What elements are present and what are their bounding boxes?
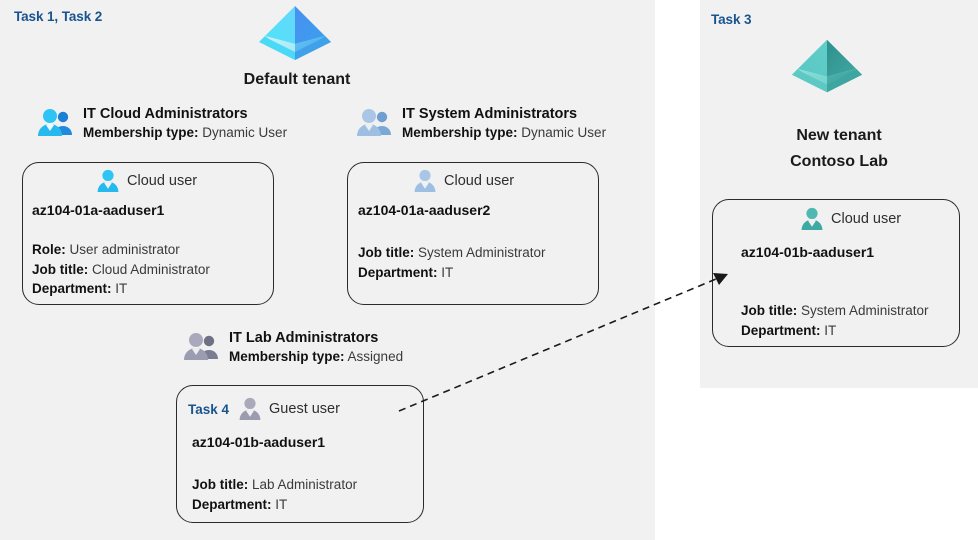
field-value: Cloud Administrator [92,261,210,277]
user-card-az104-01a-aaduser1[interactable] [22,162,274,305]
card-head: Cloud user [799,206,901,232]
group-users-icon [355,108,395,138]
field-label: Job title: [192,477,249,492]
membership-label: Membership type: [402,125,518,141]
card-field-job-title: Job title: System Administrator [741,301,929,321]
field-label: Job title: [358,245,415,260]
card-head-label: Cloud user [831,211,902,227]
card-head-label: Cloud user [127,173,198,189]
field-value: IT [824,322,837,338]
membership-value: Dynamic User [521,125,607,141]
card-head: Task 4 Guest user [188,396,340,422]
guest-user-icon [237,396,263,422]
card-username: az104-01a-aaduser1 [32,202,165,218]
cloud-user-icon [799,206,825,232]
group-name: IT Cloud Administrators [83,106,248,122]
card-field-role: Role: User administrator [32,240,210,260]
task-label-1-2: Task 1, Task 2 [14,9,103,24]
field-value: IT [115,281,128,297]
new-tenant-caption-line1: New tenant [796,127,882,144]
field-value: IT [275,496,288,512]
group-membership: Membership type: Dynamic User [402,125,606,142]
group-it-system-administrators: IT System Administrators Membership type… [355,105,606,142]
user-card-az104-01b-aaduser1-guest[interactable] [176,385,424,523]
cloud-user-icon [412,168,438,194]
card-field-department: Department: IT [358,263,546,283]
user-card-az104-01b-aaduser1-cloud[interactable] [712,199,960,347]
card-field-job-title: Job title: System Administrator [358,243,546,263]
group-membership: Membership type: Dynamic User [83,125,287,142]
field-value: System Administrator [418,245,546,260]
field-label: Job title: [741,303,798,318]
field-label: Department: [192,496,272,512]
membership-label: Membership type: [229,349,345,365]
card-username: az104-01b-aaduser1 [741,244,875,260]
membership-value: Dynamic User [202,125,288,141]
task-label-4: Task 4 [188,401,230,417]
group-it-lab-administrators: IT Lab Administrators Membership type: A… [182,329,403,366]
field-label: Role: [32,242,66,257]
card-head-label: Guest user [269,401,340,417]
card-field-job-title: Job title: Cloud Administrator [32,260,210,280]
field-label: Job title: [32,261,89,277]
azure-ad-pyramid-icon [257,2,333,64]
membership-value: Assigned [347,349,404,365]
field-value: System Administrator [801,303,929,318]
azure-ad-pyramid-icon [790,35,864,97]
field-value: Lab Administrator [252,477,358,492]
group-users-icon [36,108,76,138]
field-label: Department: [32,281,112,297]
card-field-department: Department: IT [741,321,929,341]
card-fields: Job title: System Administrator Departme… [741,301,929,340]
card-field-job-title: Job title: Lab Administrator [192,475,357,495]
card-head: Cloud user [412,168,514,194]
field-label: Department: [741,322,821,338]
new-tenant-caption-line2: Contoso Lab [790,153,888,170]
card-fields: Job title: Lab Administrator Department:… [192,475,357,514]
field-value: IT [441,264,454,280]
card-field-department: Department: IT [192,495,357,515]
card-head-label: Cloud user [444,173,515,189]
cloud-user-icon [95,168,121,194]
group-users-icon [182,332,222,362]
group-name: IT System Administrators [402,106,578,122]
group-membership: Membership type: Assigned [229,349,403,366]
field-label: Department: [358,264,438,280]
default-tenant-caption: Default tenant [243,71,351,88]
card-field-department: Department: IT [32,279,210,299]
membership-label: Membership type: [83,125,199,141]
card-username: az104-01b-aaduser1 [192,434,326,450]
card-head: Cloud user [95,168,197,194]
card-fields: Job title: System Administrator Departme… [358,243,546,282]
group-name: IT Lab Administrators [229,330,379,346]
task-label-3: Task 3 [711,12,752,27]
group-it-cloud-administrators: IT Cloud Administrators Membership type:… [36,105,287,142]
card-fields: Role: User administrator Job title: Clou… [32,240,210,299]
field-value: User administrator [69,242,180,257]
card-username: az104-01a-aaduser2 [358,202,491,218]
